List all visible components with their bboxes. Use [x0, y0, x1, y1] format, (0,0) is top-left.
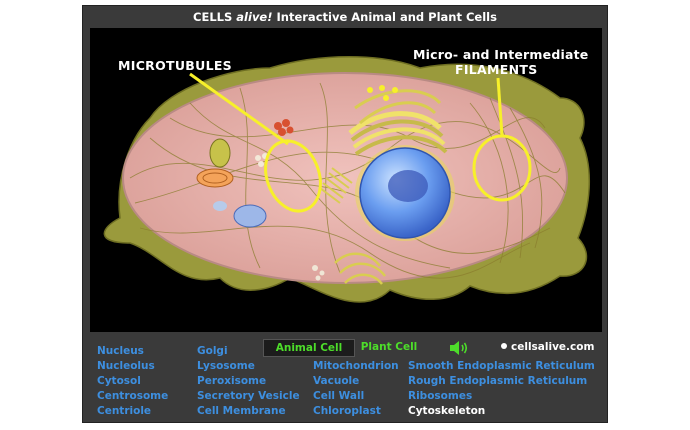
- microtubule-bundle: [319, 167, 353, 204]
- tab-animal-cell[interactable]: Animal Cell: [263, 339, 355, 357]
- title-cells: CELLS: [193, 10, 233, 24]
- title-rest: Interactive Animal and Plant Cells: [276, 10, 497, 24]
- nav-item-lysosome[interactable]: Lysosome: [197, 360, 255, 372]
- secretory-vesicles: [312, 265, 325, 281]
- nav-item-chloroplast[interactable]: Chloroplast: [313, 405, 381, 417]
- app-window: CELLS alive! Interactive Animal and Plan…: [82, 5, 608, 423]
- nav-item-mitochondrion[interactable]: Mitochondrion: [313, 360, 399, 372]
- nav-item-cytosol[interactable]: Cytosol: [97, 375, 141, 387]
- bullet-icon: [501, 343, 507, 349]
- nav-column-3: Mitochondrion Vacuole Cell Wall Chloropl…: [313, 359, 399, 419]
- app-title: CELLS alive! Interactive Animal and Plan…: [83, 6, 607, 28]
- nav-item-cell-membrane[interactable]: Cell Membrane: [197, 405, 286, 417]
- nav-item-cytoskeleton[interactable]: Cytoskeleton: [408, 405, 486, 417]
- nav-item-centriole[interactable]: Centriole: [97, 405, 152, 417]
- filaments-label-line1: Micro- and Intermediate: [413, 47, 589, 62]
- speaker-icon[interactable]: [448, 340, 470, 356]
- animal-cell-diagram: [103, 56, 591, 303]
- ribosome-dots: [367, 85, 398, 101]
- nav-item-nucleus[interactable]: Nucleus: [97, 345, 144, 357]
- filament-strands: [129, 82, 566, 279]
- golgi-apparatus: [348, 111, 448, 156]
- nav-column-2: Golgi Lysosome Peroxisome Secretory Vesi…: [197, 344, 300, 419]
- nav-column-1: Nucleus Nucleolus Cytosol Centrosome Cen…: [97, 344, 168, 419]
- lysosomes: [274, 119, 294, 136]
- nav-item-nucleolus[interactable]: Nucleolus: [97, 360, 155, 372]
- nav-item-ribosomes[interactable]: Ribosomes: [408, 390, 473, 402]
- microtubule-highlight: [264, 139, 322, 213]
- nav-item-centrosome[interactable]: Centrosome: [97, 390, 169, 402]
- microtubules-label: MICROTUBULES: [118, 58, 232, 73]
- nav-item-secretory-vesicle[interactable]: Secretory Vesicle: [197, 390, 300, 402]
- filaments-pointer: [496, 77, 504, 137]
- small-vacuole: [213, 201, 227, 211]
- vesicles: [255, 153, 268, 167]
- organelle-nav: Animal Cell Plant Cell cellsalive.com Nu…: [83, 336, 607, 424]
- title-alive: alive!: [236, 10, 273, 24]
- mitochondria: [196, 138, 234, 188]
- nav-column-4: Smooth Endoplasmic Reticulum Rough Endop…: [408, 359, 595, 419]
- filaments-label-line2: FILAMENTS: [455, 62, 538, 77]
- microtubules-pointer: [189, 72, 289, 146]
- nav-item-golgi[interactable]: Golgi: [197, 345, 228, 357]
- nav-item-smooth-er[interactable]: Smooth Endoplasmic Reticulum: [408, 360, 595, 372]
- cell-illustration: MICROTUBULES Micro- and Intermediate FIL…: [90, 28, 602, 332]
- site-link[interactable]: cellsalive.com: [501, 339, 594, 355]
- nav-item-cell-wall[interactable]: Cell Wall: [313, 390, 365, 402]
- vacuole: [233, 204, 267, 228]
- site-link-text: cellsalive.com: [511, 341, 595, 353]
- tab-plant-cell[interactable]: Plant Cell: [360, 341, 418, 353]
- nav-item-rough-er[interactable]: Rough Endoplasmic Reticulum: [408, 375, 588, 387]
- nav-item-peroxisome[interactable]: Peroxisome: [197, 375, 267, 387]
- rough-er: [354, 89, 442, 125]
- nav-item-vacuole[interactable]: Vacuole: [313, 375, 360, 387]
- smooth-er: [334, 252, 386, 285]
- nucleolus: [388, 170, 428, 202]
